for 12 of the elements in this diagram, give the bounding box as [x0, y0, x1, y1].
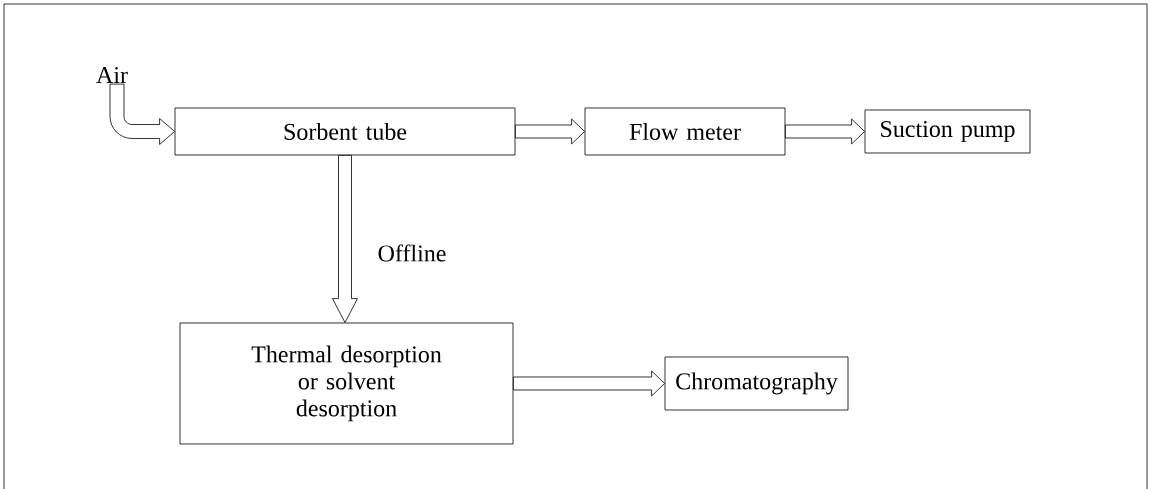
process-box: Thermal desorption or solvent desorption [179, 322, 514, 445]
edge-label: Offline [376, 243, 448, 263]
process-box: Suction pump [864, 109, 1031, 154]
process-box: Sorbent tube [174, 107, 516, 156]
arrow [332, 155, 358, 323]
source-label: Air [96, 67, 128, 83]
arrow [515, 118, 585, 145]
arrow [513, 370, 665, 397]
arrow [785, 118, 865, 145]
process-box: Chromatography [664, 356, 849, 411]
arrow [109, 83, 175, 145]
process-box: Flow meter [584, 107, 786, 156]
